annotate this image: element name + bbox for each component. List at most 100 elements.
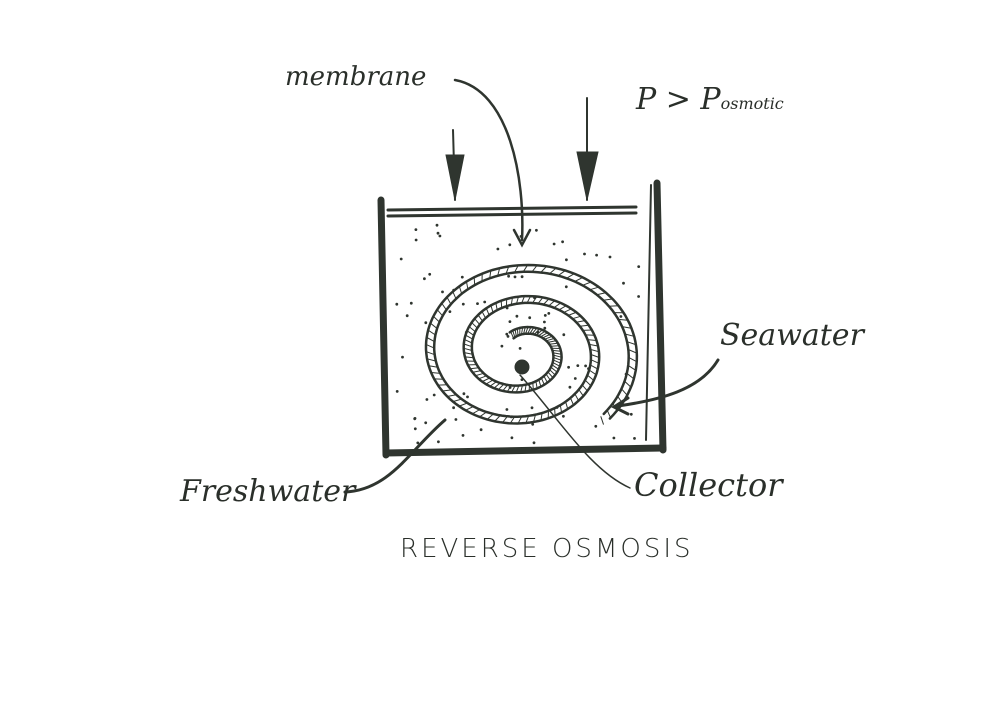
salt-particle <box>413 417 417 421</box>
freshwater-leader <box>343 418 447 494</box>
salt-particle <box>543 320 546 324</box>
salt-particle <box>533 296 536 300</box>
salt-particle <box>424 321 428 325</box>
salt-particle <box>509 415 513 419</box>
salt-particle <box>624 372 628 376</box>
salt-particle <box>515 314 519 318</box>
diagram-title: REVERSE OSMOSIS <box>400 534 694 564</box>
salt-particle <box>452 288 456 292</box>
salt-particle <box>506 335 510 338</box>
salt-particle <box>423 277 426 281</box>
salt-particle <box>496 247 500 251</box>
salt-particle <box>530 406 534 410</box>
salt-particle <box>573 377 577 380</box>
salt-particle <box>435 223 439 227</box>
salt-particle <box>637 265 641 268</box>
salt-particle <box>510 436 514 440</box>
salt-particle <box>608 255 612 259</box>
salt-particle <box>547 312 551 315</box>
seawater-leader <box>616 358 720 408</box>
salt-particle <box>508 243 512 247</box>
salt-particle <box>567 365 570 369</box>
pressure-posmotic: P <box>700 82 721 117</box>
salt-particle <box>500 344 504 348</box>
salt-particle <box>460 275 464 279</box>
salt-particle <box>520 378 524 381</box>
salt-particle <box>568 385 572 389</box>
membrane-hatching <box>425 264 638 425</box>
pressure-label: P > Posmotic <box>636 82 784 117</box>
salt-particle <box>424 421 428 425</box>
salt-particle <box>519 235 523 238</box>
salt-particle <box>399 257 403 261</box>
membrane-label: membrane <box>285 62 427 92</box>
salt-particle <box>414 238 418 242</box>
salt-particle <box>562 333 566 337</box>
salt-particle <box>483 300 487 304</box>
salt-particle <box>633 437 636 440</box>
salt-particle <box>505 332 509 336</box>
seawater-label: Seawater <box>720 318 864 353</box>
piston <box>386 205 638 218</box>
salt-particle <box>583 252 586 256</box>
salt-particle <box>507 274 510 278</box>
salt-particle <box>416 441 420 445</box>
salt-particle <box>595 253 598 257</box>
salt-particle <box>555 406 559 409</box>
salt-particle <box>562 414 565 418</box>
collector-tube <box>514 359 530 375</box>
salt-particle <box>441 290 444 294</box>
salt-particle <box>508 320 512 323</box>
tank-bottom <box>382 444 667 457</box>
membrane-leader <box>453 78 524 242</box>
pressure-sub: osmotic <box>720 94 784 113</box>
salt-particle <box>466 395 469 399</box>
salt-particle <box>619 315 623 318</box>
salt-particle <box>438 234 442 238</box>
salt-particle <box>528 316 532 320</box>
pressure-p: P <box>636 82 657 117</box>
salt-particle <box>543 326 547 330</box>
salt-particle <box>405 314 409 318</box>
salt-particle <box>432 393 436 397</box>
salt-particle <box>505 306 509 310</box>
salt-particle <box>437 440 440 444</box>
salt-particle <box>612 436 616 440</box>
salt-particle <box>428 272 432 276</box>
salt-particle <box>395 302 399 306</box>
collector-label: Collector <box>634 466 783 504</box>
salt-particle <box>532 441 536 445</box>
salt-particle <box>436 231 440 235</box>
salt-particle <box>531 422 535 426</box>
salt-particle <box>476 302 479 305</box>
tank-left-wall <box>377 196 390 459</box>
membrane-spiral <box>432 270 630 418</box>
salt-particle <box>584 364 587 368</box>
salt-particle <box>462 392 466 396</box>
salt-particle <box>413 427 417 431</box>
salt-particle <box>594 424 598 428</box>
salt-particle <box>461 302 465 306</box>
salt-particle <box>564 285 568 289</box>
salt-particle <box>461 434 465 437</box>
salt-particle <box>587 367 590 370</box>
salt-particle <box>479 428 483 432</box>
salt-particle <box>505 408 509 411</box>
salt-particle <box>536 330 540 334</box>
salt-particle <box>576 364 580 367</box>
pressure-gt: > <box>665 82 691 117</box>
salt-particle <box>518 347 522 350</box>
salt-particle <box>535 228 538 232</box>
salt-particle <box>552 242 556 246</box>
salt-particle <box>395 390 399 393</box>
freshwater-label: Freshwater <box>180 474 356 509</box>
salt-particle <box>448 310 452 313</box>
salt-particle <box>452 406 455 410</box>
salt-particle <box>508 386 512 389</box>
salt-particle <box>520 275 524 279</box>
salt-particle <box>454 418 458 421</box>
salt-particle <box>622 281 625 285</box>
salt-particle <box>543 314 547 317</box>
salt-particle <box>629 412 633 416</box>
